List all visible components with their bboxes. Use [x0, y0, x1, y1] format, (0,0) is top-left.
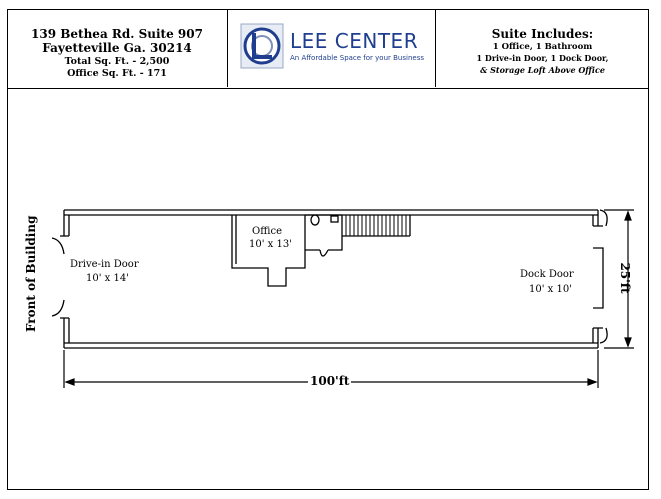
includes-title: Suite Includes:: [491, 27, 594, 41]
drive-in-door-label: Drive-in Door: [70, 259, 139, 270]
width-dim-arrow-top: [624, 210, 632, 221]
drive-in-door-jambs: [60, 235, 69, 319]
bathroom-door-swing: [319, 249, 329, 257]
stair-treads: [345, 215, 407, 236]
page-border: [7, 9, 649, 490]
front-of-building-label: Front of Building: [24, 215, 38, 332]
includes-line-3: & Storage Loft Above Office: [480, 65, 605, 75]
length-dim-extensions: [63, 350, 599, 388]
includes-line-2: 1 Drive-in Door, 1 Dock Door,: [476, 53, 609, 63]
length-dim-arrow-left: [64, 378, 75, 386]
logo-tagline: An Affordable Space for your Business: [290, 54, 424, 62]
left-wall-lower: [63, 318, 70, 348]
dock-door-jambs: [593, 225, 603, 329]
right-wall-lower: [592, 328, 599, 348]
lee-center-logo-icon: [240, 23, 284, 69]
header-bar: 139 Bethea Rd. Suite 907 Fayetteville Ga…: [7, 9, 649, 89]
length-dim-arrow-right: [587, 378, 598, 386]
address-line-2: Fayetteville Ga. 30214: [42, 41, 192, 55]
dock-door-swing: [599, 209, 608, 344]
dock-door-frame: [593, 247, 604, 309]
width-dim-extensions: [604, 209, 634, 349]
total-sqft: Total Sq. Ft. - 2,500: [64, 56, 170, 67]
includes-line-1: 1 Office, 1 Bathroom: [492, 42, 593, 52]
left-wall-upper: [63, 210, 70, 236]
bathroom-walls: [305, 214, 343, 251]
suite-includes-block: Suite Includes: 1 Office, 1 Bathroom 1 D…: [436, 9, 649, 87]
dock-door-label: Dock Door: [520, 269, 574, 280]
width-dimension-label: 25'ft: [618, 262, 632, 294]
office-walls: [231, 215, 306, 287]
length-dimension-label: 100'ft: [308, 374, 352, 388]
address-line-1: 139 Bethea Rd. Suite 907: [31, 27, 203, 41]
office-size: 10' x 13': [249, 239, 292, 250]
office-sqft: Office Sq. Ft. - 171: [67, 68, 167, 79]
right-wall-upper: [592, 210, 599, 226]
dock-door-size: 10' x 10': [529, 284, 572, 295]
sink-icon: [330, 215, 339, 223]
drive-in-door-size: 10' x 14': [86, 273, 129, 284]
top-wall: [64, 209, 598, 216]
address-block: 139 Bethea Rd. Suite 907 Fayetteville Ga…: [7, 9, 228, 87]
width-dim-arrow-bottom: [624, 337, 632, 348]
toilet-icon: [310, 214, 320, 226]
drive-in-door-swing: [51, 237, 65, 317]
stair-outline: [342, 215, 411, 237]
office-label: Office: [252, 226, 283, 237]
logo-brand-text: LEE CENTER: [290, 29, 419, 53]
lee-center-logo: LEE CENTER An Affordable Space for your …: [228, 9, 436, 87]
bottom-wall: [64, 342, 598, 349]
